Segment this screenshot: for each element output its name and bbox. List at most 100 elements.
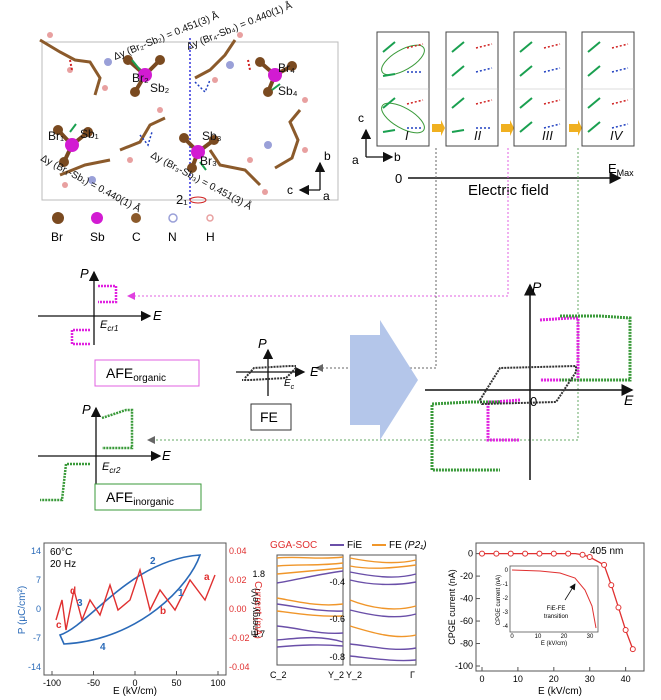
cpge-inset-note-1: FiE-FE bbox=[547, 606, 566, 612]
big-transition-arrow bbox=[350, 320, 418, 440]
pe-marker-d: d bbox=[70, 586, 76, 597]
atom-label-sb3: Sb₃ bbox=[202, 129, 222, 143]
cpge-ylabel: CPGE current (nA) bbox=[447, 569, 457, 645]
state-arrow-dashed bbox=[475, 99, 493, 105]
band-legend-fie: FiE bbox=[347, 540, 362, 551]
cpge-inset-ytick: -3 bbox=[503, 610, 509, 616]
pe-ytick-left: -14 bbox=[28, 662, 41, 672]
legend-n-label: N bbox=[168, 230, 177, 244]
legend-br-swatch bbox=[52, 212, 64, 224]
cpge-inset-curve bbox=[511, 569, 597, 629]
fe-ec: Ec bbox=[284, 378, 295, 391]
cpge-point bbox=[536, 550, 543, 557]
pe-ytick-left: 0 bbox=[36, 604, 41, 614]
pe-ytick-left: 14 bbox=[31, 546, 41, 556]
cpge-inset-xtick: 0 bbox=[510, 634, 514, 640]
band-line bbox=[276, 625, 344, 635]
cpge-point bbox=[622, 627, 629, 634]
atom-legend: Br Sb C N H bbox=[51, 212, 215, 244]
legend-h-label: H bbox=[206, 230, 215, 244]
state-arrow-dashed bbox=[406, 43, 424, 49]
pe-marker-a: a bbox=[204, 572, 210, 583]
cpge-ytick-label: -60 bbox=[460, 616, 473, 626]
band-ylabel: Energy (eV) bbox=[250, 588, 260, 636]
state-transition-arrow bbox=[432, 124, 443, 132]
cpge-point bbox=[493, 550, 500, 557]
cpge-inset-note-2: transition bbox=[544, 614, 568, 620]
state-arrow-dashed bbox=[543, 67, 561, 73]
pe-freq: 20 Hz bbox=[50, 559, 76, 570]
cpge-inset-xtick: 10 bbox=[535, 634, 542, 640]
screw-axis-symbol bbox=[189, 196, 207, 204]
afe-inorganic-e: E bbox=[162, 448, 171, 463]
state-arrow-dashed bbox=[543, 99, 561, 105]
legend-sb-swatch bbox=[91, 212, 103, 224]
screw-axis-label: 2₁ bbox=[176, 192, 188, 207]
pe-ytick-right: 0.00 bbox=[229, 604, 247, 614]
band-line bbox=[276, 597, 344, 606]
afe-inorganic-box bbox=[94, 483, 202, 511]
state-label-3: III bbox=[542, 128, 553, 143]
state-arrow-dashed bbox=[543, 43, 561, 49]
state-arrow-green bbox=[451, 41, 465, 53]
pe-marker-1: 1 bbox=[178, 588, 184, 599]
state-arrow-green bbox=[587, 41, 601, 53]
pe-marker-3: 3 bbox=[77, 598, 83, 609]
pe-xtick-label: 100 bbox=[210, 678, 225, 688]
field-axis-label: Electric field bbox=[468, 182, 549, 199]
pe-xtick-label: 0 bbox=[132, 678, 137, 688]
cpge-xtick-label: 0 bbox=[479, 674, 484, 684]
band-line bbox=[349, 579, 417, 586]
state-arrow-green bbox=[519, 97, 533, 109]
afe-inorganic-curve bbox=[40, 408, 134, 502]
pe-ytick-left: -7 bbox=[33, 633, 41, 643]
fe-e: E bbox=[310, 364, 319, 379]
atom-label-sb1: Sb₁ bbox=[80, 127, 99, 141]
cpge-inset: CPGE current (nA) E (kV/cm) FiE-FE trans… bbox=[496, 565, 599, 647]
panel-axis-c: c bbox=[358, 111, 364, 125]
pe-ytick-left: 7 bbox=[36, 575, 41, 585]
crystal-structure: Δy (Br₂-Sb₂) = 0.451(3) Å Δy (Br₄-Sb₄) =… bbox=[39, 0, 339, 244]
atom-label-br2: Br₂ bbox=[132, 71, 149, 85]
combined-e: E bbox=[624, 392, 634, 408]
state-transition-arrow bbox=[501, 124, 512, 132]
state-arrow-green bbox=[519, 121, 533, 133]
legend-c-label: C bbox=[132, 230, 141, 244]
state-arrow-dashed bbox=[406, 99, 424, 105]
state-arrow-green bbox=[451, 129, 465, 133]
band-ytick-m0-4: -0.4 bbox=[329, 577, 345, 587]
cpge-inset-ytick: 0 bbox=[505, 568, 509, 574]
legend-c-swatch bbox=[131, 213, 141, 223]
fe-loop: P E Ec FE bbox=[236, 336, 319, 431]
cpge-ytick-label: -100 bbox=[455, 661, 473, 671]
cpge-inset-ytick: -4 bbox=[503, 624, 509, 630]
afe-organic-box-label: AFEorganic bbox=[106, 365, 166, 384]
panel-axes: c a b bbox=[352, 111, 401, 167]
cpge-xlabel: E (kV/cm) bbox=[538, 686, 582, 697]
band-ytick-1-8: 1.8 bbox=[252, 569, 265, 579]
band-xtick-gamma: Γ bbox=[410, 670, 415, 680]
band-line bbox=[349, 655, 417, 662]
band-legend-fe: FE (P2₁) bbox=[389, 540, 427, 551]
band-ytick-m0-8: -0.8 bbox=[329, 652, 345, 662]
combined-fe-curve bbox=[478, 364, 577, 406]
crystal-axis-c: c bbox=[287, 183, 293, 197]
state-arrow-dashed bbox=[611, 123, 629, 129]
afe-organic-curve bbox=[70, 284, 118, 346]
afe-organic-ecr: Ecr1 bbox=[100, 319, 118, 333]
cpge-ytick-label: 0 bbox=[468, 549, 473, 559]
pe-xtick-label: -100 bbox=[43, 678, 61, 688]
nitrogen-atoms bbox=[88, 58, 272, 184]
pe-current-curve bbox=[55, 567, 216, 631]
afe-organic-box bbox=[94, 359, 200, 387]
state-transition-arrow bbox=[569, 124, 580, 132]
pe-hysteresis bbox=[58, 554, 202, 645]
state-transition-arrow-head bbox=[441, 120, 445, 136]
afe-inorganic-ecr: Ecr2 bbox=[102, 461, 121, 475]
cpge-point bbox=[608, 582, 615, 589]
band-ytick-m0-6: -0.6 bbox=[329, 614, 345, 624]
band-line bbox=[276, 610, 344, 617]
cpge-xtick-label: 10 bbox=[513, 674, 523, 684]
